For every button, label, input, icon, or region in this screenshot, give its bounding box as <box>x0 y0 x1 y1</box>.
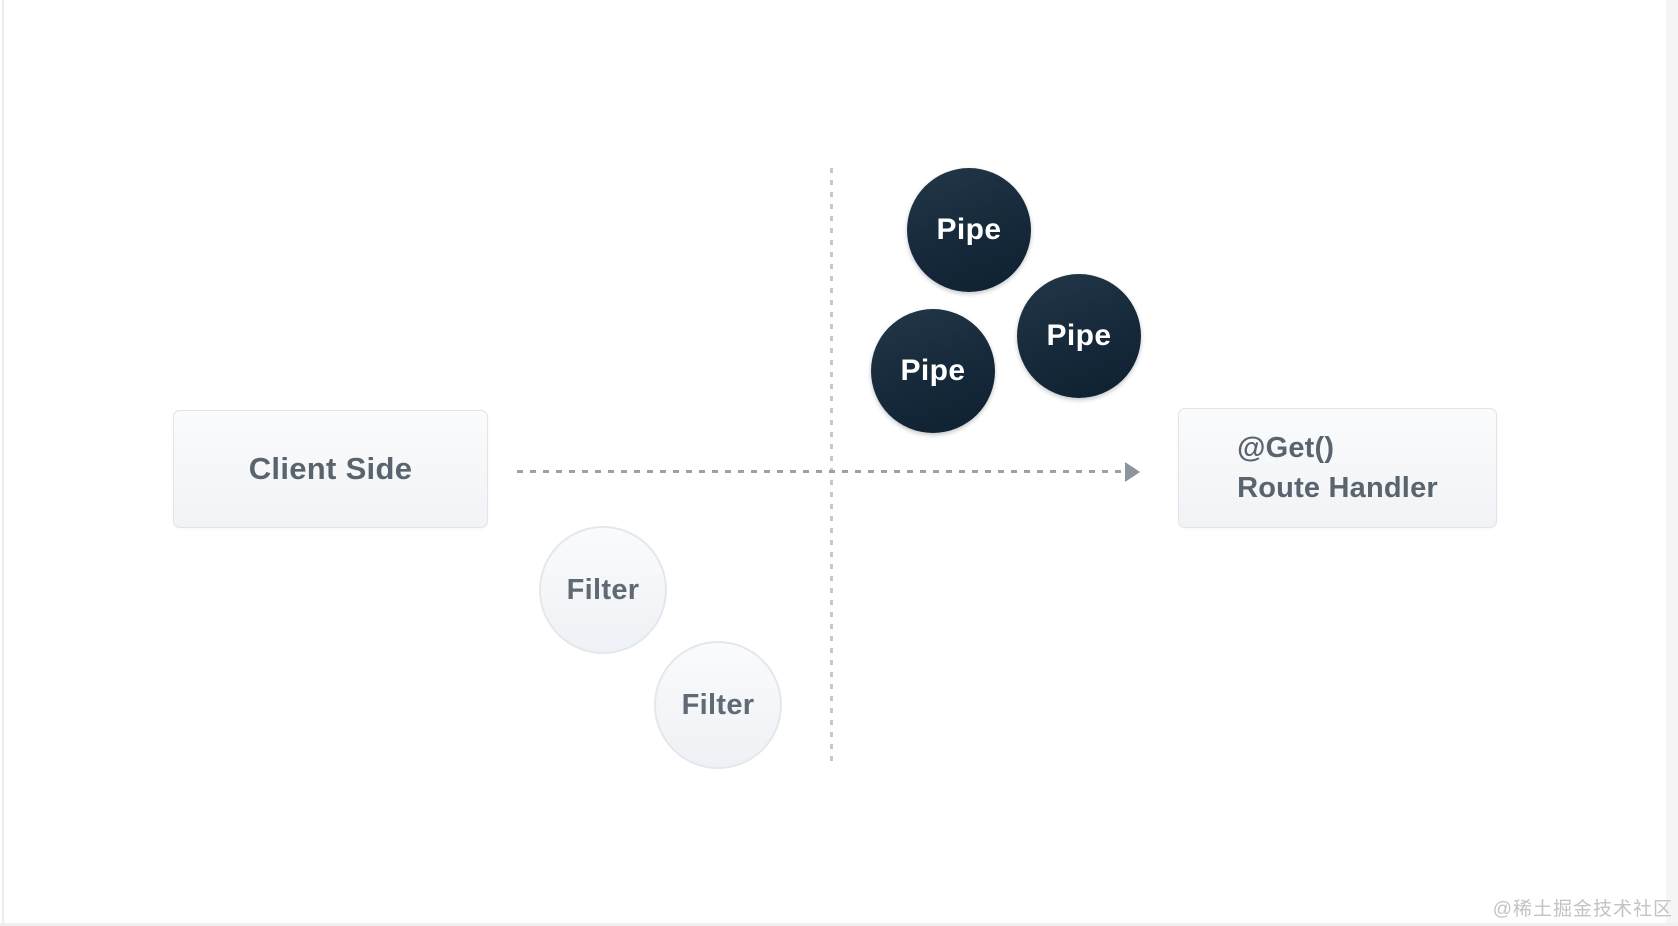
route-handler-decorator: @Get() <box>1237 432 1335 464</box>
pipe-label: Pipe <box>900 354 966 387</box>
client-side-node: Client Side <box>173 410 488 528</box>
pipe-node: Pipe <box>907 168 1031 292</box>
frame-edge-left <box>2 0 4 926</box>
client-side-label: Client Side <box>248 451 413 486</box>
watermark: @稀土掘金技术社区 <box>1492 899 1673 920</box>
filter-node: Filter <box>539 526 667 654</box>
route-handler-label: @Get() Route Handler <box>1237 428 1438 508</box>
frame-edge-bottom <box>0 923 1678 926</box>
boundary-dashed-divider <box>830 168 833 765</box>
arrow-right-icon <box>1125 462 1140 482</box>
filter-label: Filter <box>566 573 640 606</box>
request-flow-dashed-line <box>517 470 1125 473</box>
filter-label: Filter <box>681 688 755 721</box>
pipe-label: Pipe <box>1046 319 1112 352</box>
route-handler-title: Route Handler <box>1237 472 1438 504</box>
pipe-node: Pipe <box>871 309 995 433</box>
route-handler-node: @Get() Route Handler <box>1178 408 1497 528</box>
frame-edge-right <box>1666 0 1678 926</box>
pipe-label: Pipe <box>936 213 1002 246</box>
filter-node: Filter <box>654 641 782 769</box>
pipe-node: Pipe <box>1017 274 1141 398</box>
